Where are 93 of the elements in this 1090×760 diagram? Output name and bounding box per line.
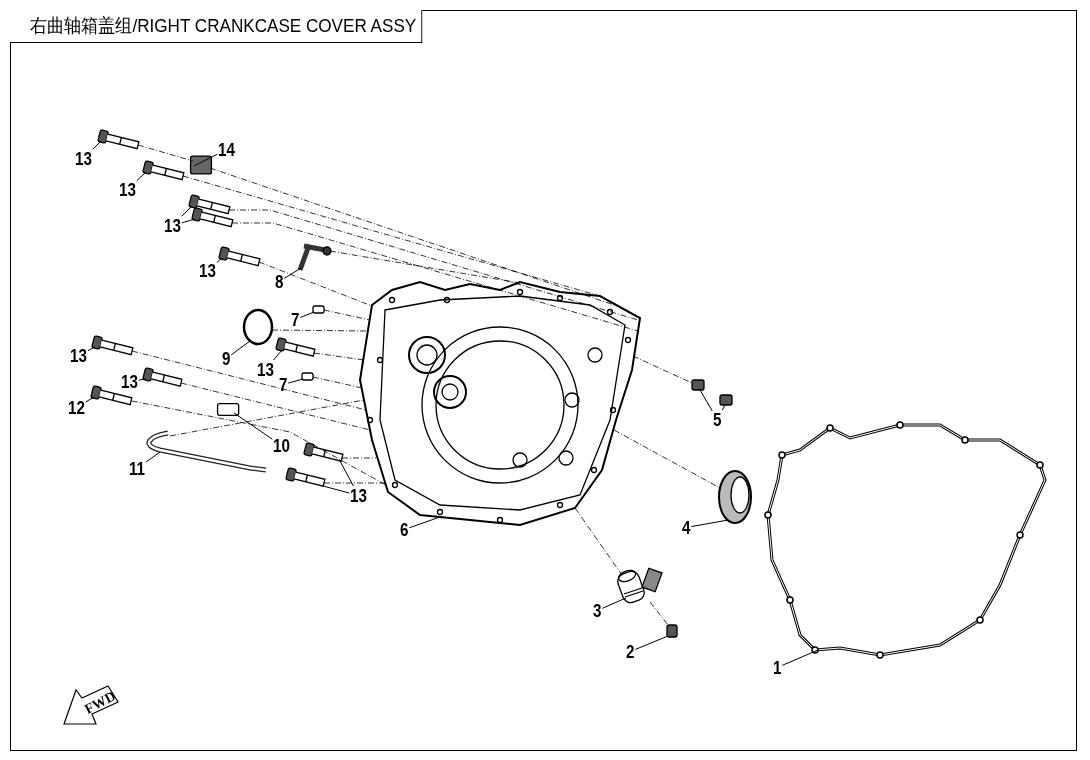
callout-number: 13 xyxy=(74,149,93,168)
bolt-drawing xyxy=(275,337,316,357)
title: 右曲轴箱盖组/RIGHT CRANKCASE COVER ASSY xyxy=(10,10,423,43)
leader-line xyxy=(233,412,273,440)
gasket-drawing xyxy=(764,421,1047,659)
alignment-line xyxy=(131,350,367,411)
alignment-line xyxy=(649,601,669,626)
callout-number: 10 xyxy=(272,436,291,455)
callout-number: 5 xyxy=(712,410,723,429)
callout-number: 13 xyxy=(118,180,137,199)
leader-line xyxy=(273,349,283,361)
alignment-line xyxy=(574,507,623,576)
callout-number: 11 xyxy=(128,459,146,478)
leader-line xyxy=(339,460,354,487)
leader-line xyxy=(85,396,95,403)
bolt-drawing xyxy=(303,442,344,462)
alignment-line xyxy=(341,457,377,459)
callout-number: 2 xyxy=(625,642,636,661)
o-ring-drawing xyxy=(242,308,274,346)
callout-number: 12 xyxy=(67,398,86,417)
sensor-drawing xyxy=(614,567,663,606)
leader-line xyxy=(408,516,441,529)
alignment-line xyxy=(231,222,639,332)
alignment-line xyxy=(323,482,386,484)
bolt-drawing xyxy=(91,335,134,356)
dowel-pin-drawing xyxy=(312,305,325,314)
callout-number: 9 xyxy=(221,349,232,368)
callout-number: 13 xyxy=(69,346,88,365)
alignment-line xyxy=(632,355,693,384)
leader-line xyxy=(322,485,350,494)
alignment-line xyxy=(271,329,369,332)
dowel-pin-drawing xyxy=(301,372,314,381)
bolt-drawing xyxy=(97,129,140,150)
alignment-line xyxy=(180,382,371,431)
oil-seal-drawing xyxy=(718,470,752,524)
callout-number: 7 xyxy=(290,310,301,329)
callout-number: 3 xyxy=(592,601,603,620)
leader-line xyxy=(181,218,196,224)
callout-number: 13 xyxy=(198,261,217,280)
alignment-line xyxy=(228,209,639,321)
bolt-drawing xyxy=(666,624,678,638)
leader-line xyxy=(287,378,304,384)
bolt-drawing xyxy=(188,194,231,215)
callout-number: 6 xyxy=(399,520,410,539)
pipe-drawing xyxy=(146,430,267,473)
leader-line xyxy=(690,519,729,528)
leader-line xyxy=(181,205,193,217)
leader-line xyxy=(216,257,223,263)
leader-line xyxy=(193,153,218,167)
fitting-drawing xyxy=(297,243,332,273)
callout-number: 13 xyxy=(120,372,139,391)
callout-number: 1 xyxy=(772,658,783,677)
leader-line xyxy=(721,404,726,411)
bolt-drawing xyxy=(285,467,326,487)
bolt-drawing xyxy=(218,246,261,267)
callout-number: 13 xyxy=(163,216,182,235)
bolt-drawing xyxy=(691,379,705,391)
alignment-line xyxy=(313,352,365,361)
leader-line xyxy=(601,597,627,609)
leader-line xyxy=(136,171,147,182)
callout-number: 8 xyxy=(274,272,285,291)
callout-number: 7 xyxy=(278,375,289,394)
callout-number: 14 xyxy=(217,140,236,159)
leader-line xyxy=(699,389,713,412)
alignment-line xyxy=(312,376,363,389)
leader-line xyxy=(634,635,669,650)
bolt-drawing xyxy=(142,367,183,387)
callout-number: 13 xyxy=(256,360,275,379)
leader-line xyxy=(230,340,251,356)
bolt-drawing xyxy=(719,394,733,406)
leader-line xyxy=(87,346,96,352)
bolt-drawing xyxy=(142,160,185,181)
leader-line xyxy=(138,378,147,381)
bolt-drawing xyxy=(191,207,234,228)
alignment-line xyxy=(323,309,371,321)
leader-line xyxy=(92,140,102,150)
leader-line xyxy=(145,451,161,463)
alignment-line xyxy=(258,261,373,307)
alignment-line xyxy=(329,250,521,284)
nut-drawing xyxy=(189,155,213,175)
callout-number: 4 xyxy=(681,518,692,537)
callout-number: 13 xyxy=(349,486,368,505)
stud-drawing xyxy=(216,403,240,416)
leader-line xyxy=(781,649,819,666)
leader-line xyxy=(299,311,315,318)
direction-label: FWD xyxy=(82,689,119,717)
alignment-line xyxy=(182,175,601,297)
alignment-line xyxy=(209,167,621,308)
leader-line xyxy=(283,267,302,279)
alignment-line xyxy=(613,429,721,489)
alignment-line xyxy=(137,144,194,162)
alignment-line xyxy=(169,399,365,437)
alignment-line xyxy=(131,400,387,486)
